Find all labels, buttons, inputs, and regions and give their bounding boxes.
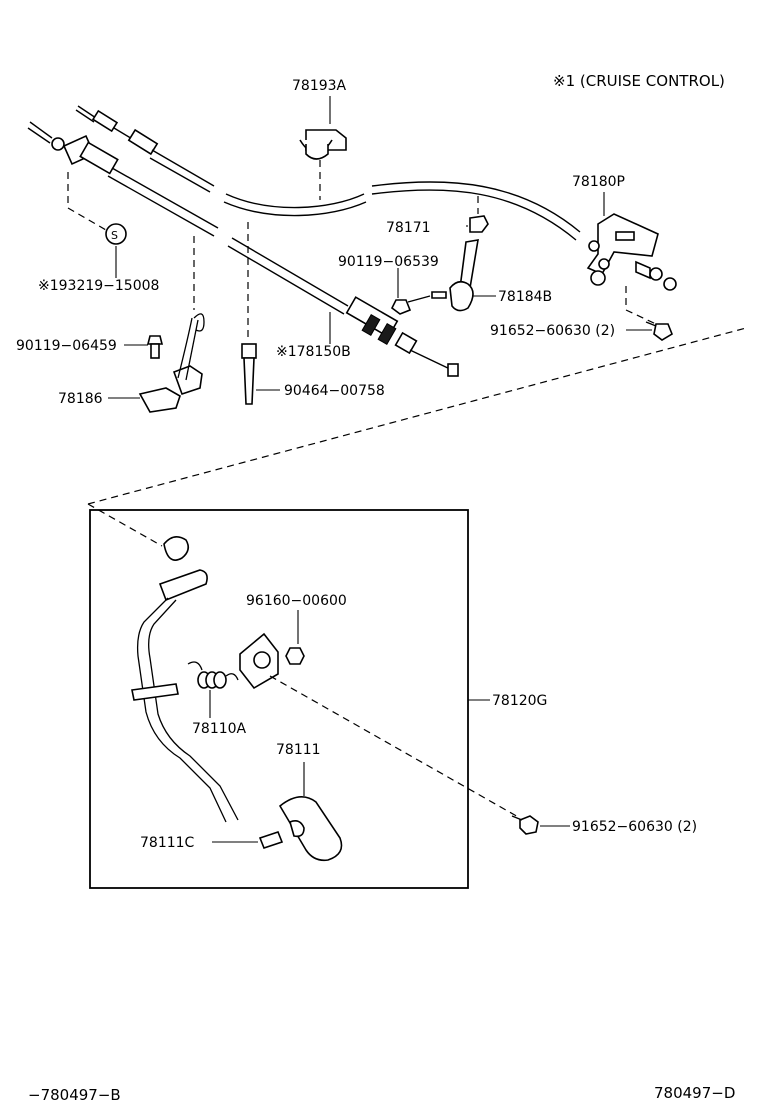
cruise-control-note: ※1 (CRUISE CONTROL) [553, 72, 725, 90]
footer-left-code: −780497−B [28, 1086, 121, 1104]
label-90464-00758: 90464−00758 [284, 383, 385, 399]
label-78186: 78186 [58, 391, 103, 407]
pedal-assembly-box [89, 509, 469, 889]
label-78184b: 78184B [498, 289, 552, 305]
label-78110a: 78110A [192, 721, 247, 737]
cruise-control-cable [27, 121, 459, 377]
label-96160-00600: 96160−00600 [246, 593, 347, 609]
accelerator-cable-upper [75, 105, 581, 241]
bracket-78180p [586, 213, 677, 291]
pedal-pad-78111 [278, 796, 343, 862]
bolt-90119-06539 [390, 295, 431, 315]
label-78120g: 78120G [492, 693, 547, 709]
label-91652-60630-bottom: 91652−60630 (2) [572, 819, 697, 835]
label-78171: 78171 [386, 220, 431, 236]
spring-78110a [187, 661, 239, 689]
label-78111c: 78111C [140, 835, 195, 851]
pedal-arm [131, 536, 239, 823]
label-90119-06539: 90119−06539 [338, 254, 439, 270]
label-178150b: ※178150B [276, 344, 351, 360]
grommet-s-glyph: S [111, 229, 118, 242]
grommet-icon [105, 223, 127, 245]
label-91652-60630-top: 91652−60630 (2) [490, 323, 615, 339]
pedal-bracket [239, 632, 305, 690]
label-193219-15008: ※193219−15008 [38, 278, 159, 294]
dash-193219 [67, 207, 107, 231]
pin-78111c [258, 831, 284, 849]
clip-78171 [469, 215, 489, 233]
bolt-91652-60630-bottom [511, 815, 539, 835]
bolt-90119-06459 [146, 335, 164, 359]
footer-right-code: 780497−D [654, 1084, 735, 1102]
cable-tie-90464-00758 [241, 343, 257, 405]
dash-connector-upper [87, 327, 747, 505]
clamp-78193a [299, 129, 347, 160]
label-90119-06459: 90119−06459 [16, 338, 117, 354]
dash-connector-pedal [87, 503, 163, 547]
bracket-78186 [138, 313, 205, 413]
dash-91652-top [625, 309, 657, 325]
bolt-91652-60630-top [645, 321, 673, 341]
lever-78184b [431, 239, 479, 312]
label-78111: 78111 [276, 742, 321, 758]
label-78193a: 78193A [292, 78, 347, 94]
label-78180p: 78180P [572, 174, 625, 190]
